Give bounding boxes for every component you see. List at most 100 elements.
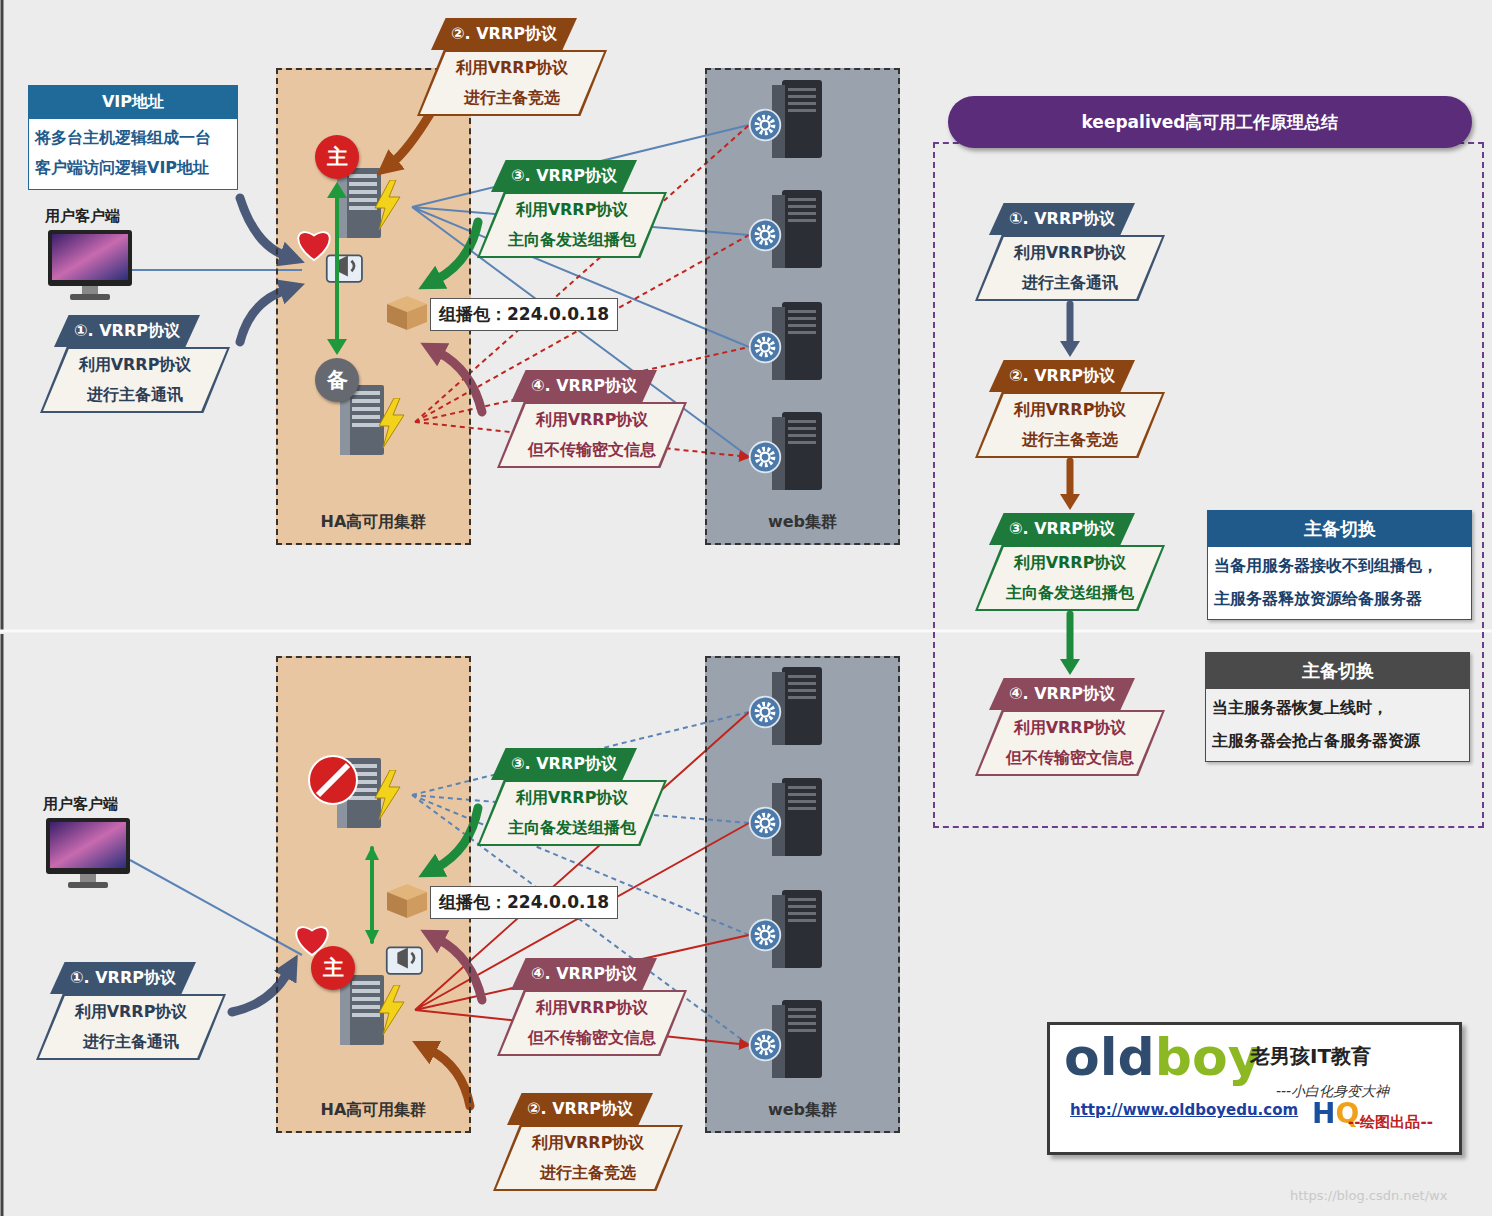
callout-frame: 利用VRRP协议 进行主备通讯 — [40, 347, 230, 413]
cluster-name: HA高可用集群 — [321, 1100, 427, 1121]
flow-arrow — [240, 198, 286, 256]
flow-arrow — [430, 1050, 470, 1106]
node-sw: 主备切换当备用服务器接收不到组播包， 主服务器释放资源给备服务器 — [1207, 510, 1472, 620]
gear-icon — [750, 1030, 781, 1061]
gear-icon — [750, 220, 781, 251]
label-slot: https://blog.csdn.net/wx — [1290, 1188, 1447, 1203]
callout-tab: ②. VRRP协议 — [507, 1093, 653, 1125]
role-mark: 主 — [327, 143, 348, 171]
callout-body: 利用VRRP协议 主向备发送组播包 — [978, 547, 1162, 609]
flow-arrow — [392, 114, 430, 163]
callout-text: 利用VRRP协议 主向备发送组播包 — [504, 195, 640, 255]
node-co: ①. VRRP协议利用VRRP协议 进行主备通讯 — [975, 203, 1165, 301]
connector — [327, 182, 347, 198]
node-sw: 主备切换当主服务器恢复上线时， 主服务器会抢占备服务器资源 — [1205, 652, 1470, 762]
connector — [1060, 341, 1080, 357]
callout-number: ②. VRRP协议 — [527, 1099, 633, 1120]
ha-server — [337, 168, 381, 238]
cluster-ground — [276, 68, 900, 1133]
callout-number: ②. VRRP协议 — [451, 24, 557, 45]
flow-arrow — [438, 352, 482, 412]
connector — [1067, 614, 1074, 661]
callout-text: 利用VRRP协议 进行主备通讯 — [63, 997, 199, 1057]
callout-tab: ④. VRRP协议 — [511, 370, 657, 402]
role-mark: 主 — [323, 954, 344, 982]
callout-frame: 利用VRRP协议 主向备发送组播包 — [975, 545, 1165, 611]
node-logo: oldboy老男孩IT教育---小白化身变大神http://www.oldboy… — [1047, 1022, 1462, 1155]
callout-number: ①. VRRP协议 — [74, 321, 180, 342]
callout-number: ④. VRRP协议 — [531, 964, 637, 985]
callout-tab: ③. VRRP协议 — [491, 748, 637, 780]
callout-body: 利用VRRP协议 进行主备通讯 — [43, 349, 227, 411]
cluster-ground — [705, 68, 900, 545]
callout-tab: ②. VRRP协议 — [431, 18, 577, 50]
connector — [1067, 304, 1074, 343]
node-circ: 主 — [315, 135, 359, 179]
flow-arrow — [232, 972, 288, 1012]
callout-tab: ②. VRRP协议 — [989, 360, 1135, 392]
flow-arrow — [438, 939, 482, 1000]
connector — [1067, 461, 1074, 496]
callout-tab: ③. VRRP协议 — [491, 160, 637, 192]
connector — [335, 196, 339, 341]
callout-body: 利用VRRP协议 主向备发送组播包 — [480, 194, 664, 256]
panel-title: keepalived高可用工作原理总结 — [948, 96, 1472, 148]
ha-server — [46, 168, 427, 1045]
frame — [0, 630, 1492, 633]
connector — [327, 339, 347, 355]
callout-body: 利用VRRP协议 进行主备通讯 — [39, 996, 223, 1058]
connector — [1060, 494, 1080, 510]
frame — [1, 634, 4, 1216]
box-body: 当备用服务器接收不到组播包， 主服务器释放资源给备服务器 — [1208, 547, 1471, 619]
node-co: ③. VRRP协议利用VRRP协议 主向备发送组播包 — [477, 160, 667, 258]
callout-body: 利用VRRP协议 但不传输密文信息 — [500, 992, 684, 1054]
callout-body: 利用VRRP协议 但不传输密文信息 — [500, 404, 684, 466]
callout-text: 利用VRRP协议 主向备发送组播包 — [1002, 548, 1138, 608]
callout-frame: 利用VRRP协议 但不传输密文信息 — [497, 990, 687, 1056]
gear-icon — [750, 110, 781, 1061]
callout-number: ④. VRRP协议 — [1009, 684, 1115, 705]
logo-text: http://www.oldboyedu.com — [1070, 1101, 1298, 1119]
node-co: ③. VRRP协议利用VRRP协议 主向备发送组播包 — [975, 513, 1165, 611]
callout-frame: 利用VRRP协议 但不传输密文信息 — [497, 402, 687, 468]
callout-frame: 利用VRRP协议 进行主备竞选 — [493, 1125, 683, 1191]
callout-frame: 利用VRRP协议 进行主备竞选 — [417, 50, 607, 116]
node-co: ③. VRRP协议利用VRRP协议 主向备发送组播包 — [477, 748, 667, 846]
callout-frame: 利用VRRP协议 主向备发送组播包 — [477, 192, 667, 258]
cluster-name: web集群 — [768, 512, 837, 533]
free-label: 用户客户端 — [45, 207, 120, 226]
gear-icon — [750, 110, 781, 141]
callout-text: 利用VRRP协议 但不传输密文信息 — [1002, 713, 1138, 773]
ha-server — [46, 818, 130, 888]
packet-label: 组播包：224.0.0.18 — [439, 891, 609, 914]
callout-tab: ①. VRRP协议 — [54, 315, 200, 347]
callout-text: 利用VRRP协议 进行主备竞选 — [444, 53, 580, 113]
callout-tab: ③. VRRP协议 — [989, 513, 1135, 545]
callout-text: 利用VRRP协议 进行主备竞选 — [1002, 395, 1138, 455]
connector — [1060, 659, 1080, 675]
callout-text: 利用VRRP协议 但不传输密文信息 — [524, 993, 660, 1053]
flow-arrow — [370, 848, 374, 942]
logo-text: --绘图出品-- — [1348, 1113, 1433, 1132]
gear-icon — [750, 920, 781, 951]
ha-server — [387, 947, 422, 973]
node-co: ④. VRRP协议利用VRRP协议 但不传输密文信息 — [975, 678, 1165, 776]
box-body: 将多台主机逻辑组成一台 客户端访问逻辑VIP地址 — [29, 119, 237, 189]
callout-body: 利用VRRP协议 进行主备竞选 — [420, 52, 604, 114]
callout-frame: 利用VRRP协议 主向备发送组播包 — [477, 780, 667, 846]
logo-slot: http://www.oldboyedu.com — [1070, 1101, 1298, 1119]
logo-text: 老男孩IT教育 — [1250, 1043, 1371, 1070]
callout-frame: 利用VRRP协议 但不传输密文信息 — [975, 710, 1165, 776]
ha-server — [387, 296, 427, 330]
node-box: web集群 — [705, 68, 900, 545]
gear-icon — [750, 808, 781, 839]
callout-tab: ④. VRRP协议 — [989, 678, 1135, 710]
callout-frame: 利用VRRP协议 进行主备竞选 — [975, 392, 1165, 458]
node-vip: VIP地址将多台主机逻辑组成一台 客户端访问逻辑VIP地址 — [28, 85, 238, 190]
ha-server — [375, 770, 400, 820]
callout-text: 利用VRRP协议 进行主备通讯 — [1002, 238, 1138, 298]
ha-server — [318, 765, 348, 795]
callout-tab: ④. VRRP协议 — [511, 958, 657, 990]
